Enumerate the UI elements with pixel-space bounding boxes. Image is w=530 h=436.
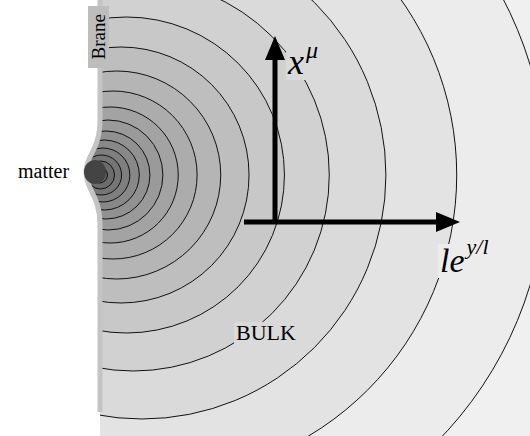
arrow-head xyxy=(265,36,285,60)
matter-blob xyxy=(84,160,106,184)
brane-label-box: Brane xyxy=(88,6,109,68)
axis-superscript: y/l xyxy=(465,236,491,258)
region-label: BULK xyxy=(234,322,298,344)
contour-ring xyxy=(0,47,249,303)
matter-label: matter xyxy=(16,161,71,181)
axis-label: le xyxy=(438,244,467,278)
contour-ring xyxy=(0,0,329,371)
arrow-head xyxy=(436,212,460,232)
axis-arrow xyxy=(273,58,278,224)
brane-label: Brane xyxy=(89,14,108,59)
contour-ring xyxy=(0,0,457,436)
axis-arrow xyxy=(244,220,438,225)
contour-ring xyxy=(0,0,386,419)
axis-label: x xyxy=(286,44,306,80)
contour-ring xyxy=(62,131,150,219)
contour-ring xyxy=(69,140,139,210)
contour-ring xyxy=(0,17,284,333)
contour-ring xyxy=(13,71,221,279)
axis-superscript: μ xyxy=(304,38,320,62)
